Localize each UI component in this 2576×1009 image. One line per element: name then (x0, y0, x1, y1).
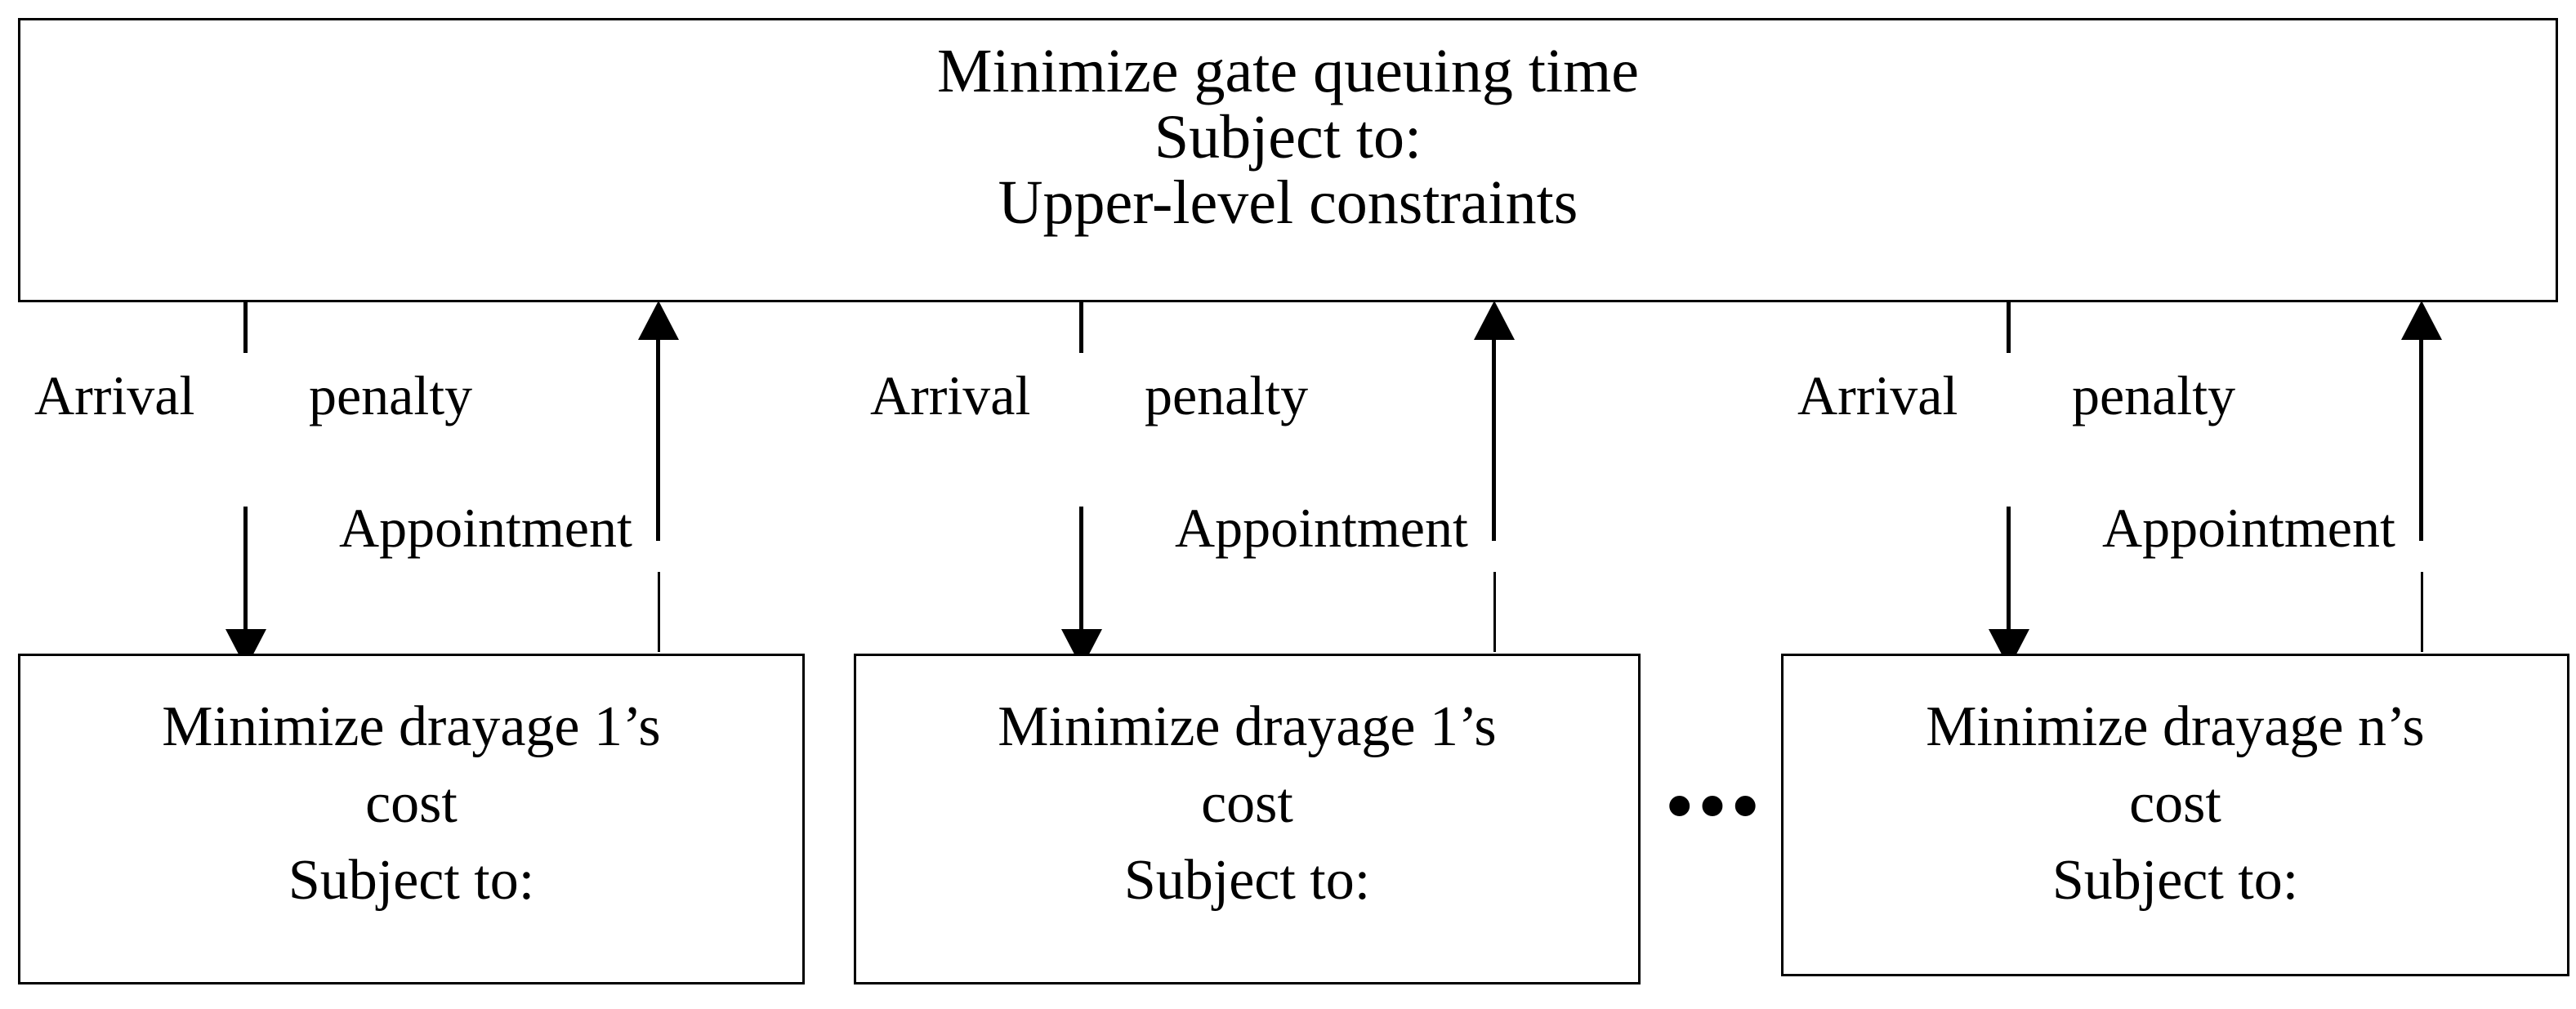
lower-level-box-3: Minimize drayage n’s cost Subject to: (1781, 654, 2569, 976)
upper-level-subject-to: Subject to: (1154, 102, 1422, 172)
lower-level-subject-to-3: Subject to: (2051, 849, 2299, 913)
arrow-up-icon (638, 301, 679, 340)
lower-level-objective-cont-3: cost (2129, 772, 2221, 836)
lower-level-objective-1: Minimize drayage 1’s (162, 695, 661, 758)
upper-level-objective: Minimize gate queuing time (936, 37, 1639, 105)
lower-level-subject-to-2: Subject to: (1123, 849, 1371, 913)
arrival-label-2: Arrival (870, 364, 1031, 426)
lower-level-objective-2: Minimize drayage 1’s (998, 695, 1497, 758)
lower-level-box-2: Minimize drayage 1’s cost Subject to: (854, 654, 1641, 984)
lower-level-objective-3: Minimize drayage n’s (1926, 695, 2425, 758)
lower-level-objective-cont-2: cost (1201, 772, 1293, 836)
ellipsis-separator: ••• (1666, 764, 1766, 847)
arrival-penalty-shaft-lower-1 (243, 507, 248, 639)
appointment-shaft-3 (2419, 335, 2423, 541)
arrival-penalty-shaft-lower-3 (2007, 507, 2011, 639)
appointment-tail-1 (658, 572, 660, 652)
arrival-label-3: Arrival (1797, 364, 1958, 426)
connector-group-2: Arrival penalty Appointment (836, 301, 1653, 668)
appointment-tail-2 (1493, 572, 1496, 652)
appointment-shaft-2 (1492, 335, 1496, 541)
arrival-penalty-shaft-lower-2 (1079, 507, 1083, 639)
arrival-label-1: Arrival (34, 364, 195, 426)
connector-group-1: Arrival penalty Appointment (0, 301, 817, 668)
lower-level-objective-cont-1: cost (365, 772, 458, 836)
appointment-shaft-1 (656, 335, 660, 541)
penalty-label-2: penalty (1145, 364, 1309, 426)
arrow-up-icon (2401, 301, 2442, 340)
connector-group-3: Arrival penalty Appointment (1763, 301, 2576, 668)
lower-level-subject-to-1: Subject to: (288, 849, 535, 913)
arrival-penalty-shaft-upper-1 (243, 302, 248, 353)
appointment-tail-3 (2421, 572, 2423, 652)
arrow-up-icon (1474, 301, 1515, 340)
penalty-label-3: penalty (2072, 364, 2236, 426)
appointment-label-3: Appointment (2102, 497, 2395, 559)
appointment-label-2: Appointment (1175, 497, 1468, 559)
appointment-label-1: Appointment (339, 497, 632, 559)
arrival-penalty-shaft-upper-2 (1079, 302, 1083, 353)
upper-level-box: Minimize gate queuing time Subject to: U… (18, 18, 2558, 302)
lower-level-box-1: Minimize drayage 1’s cost Subject to: (18, 654, 805, 984)
upper-level-constraints: Upper-level constraints (998, 168, 1578, 238)
penalty-label-1: penalty (309, 364, 473, 426)
arrival-penalty-shaft-upper-3 (2007, 302, 2011, 353)
